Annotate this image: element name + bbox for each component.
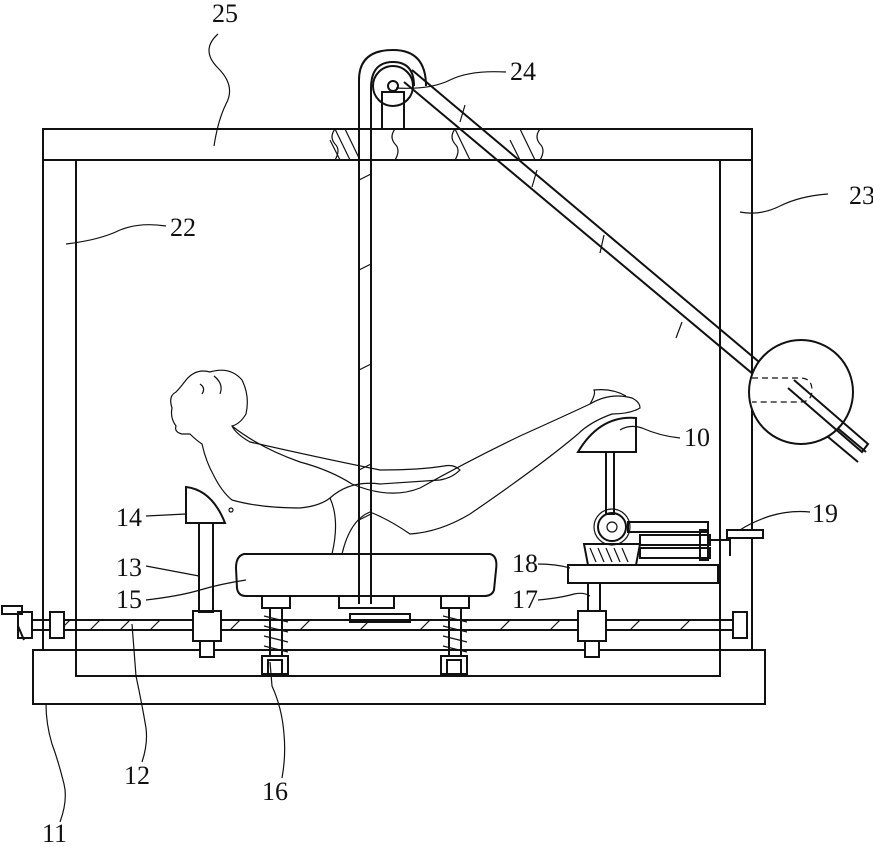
base-plate [33,650,765,704]
foot-pad [578,418,636,514]
left-support [186,487,233,612]
label-18: 18 [512,549,538,578]
label-17: 17 [512,585,538,614]
spring-left [262,608,288,674]
label-10: 10 [684,423,710,452]
left-post [43,160,76,650]
label-22: 22 [170,213,196,242]
spring-right [441,608,467,674]
label-13: 13 [116,553,142,582]
human-figure [171,370,640,554]
pulley [373,66,413,129]
top-beam [43,129,752,160]
label-24: 24 [510,57,536,86]
label-19: 19 [812,499,838,528]
right-post [720,160,752,650]
label-11: 11 [42,819,67,847]
seat [236,554,496,622]
label-25: 25 [212,0,238,28]
gear-mechanism [568,509,763,611]
label-14: 14 [116,503,142,532]
label-15: 15 [116,585,142,614]
label-16: 16 [262,777,288,806]
crank-wheel [749,340,868,452]
label-12: 12 [124,761,150,790]
label-23: 23 [849,181,873,210]
